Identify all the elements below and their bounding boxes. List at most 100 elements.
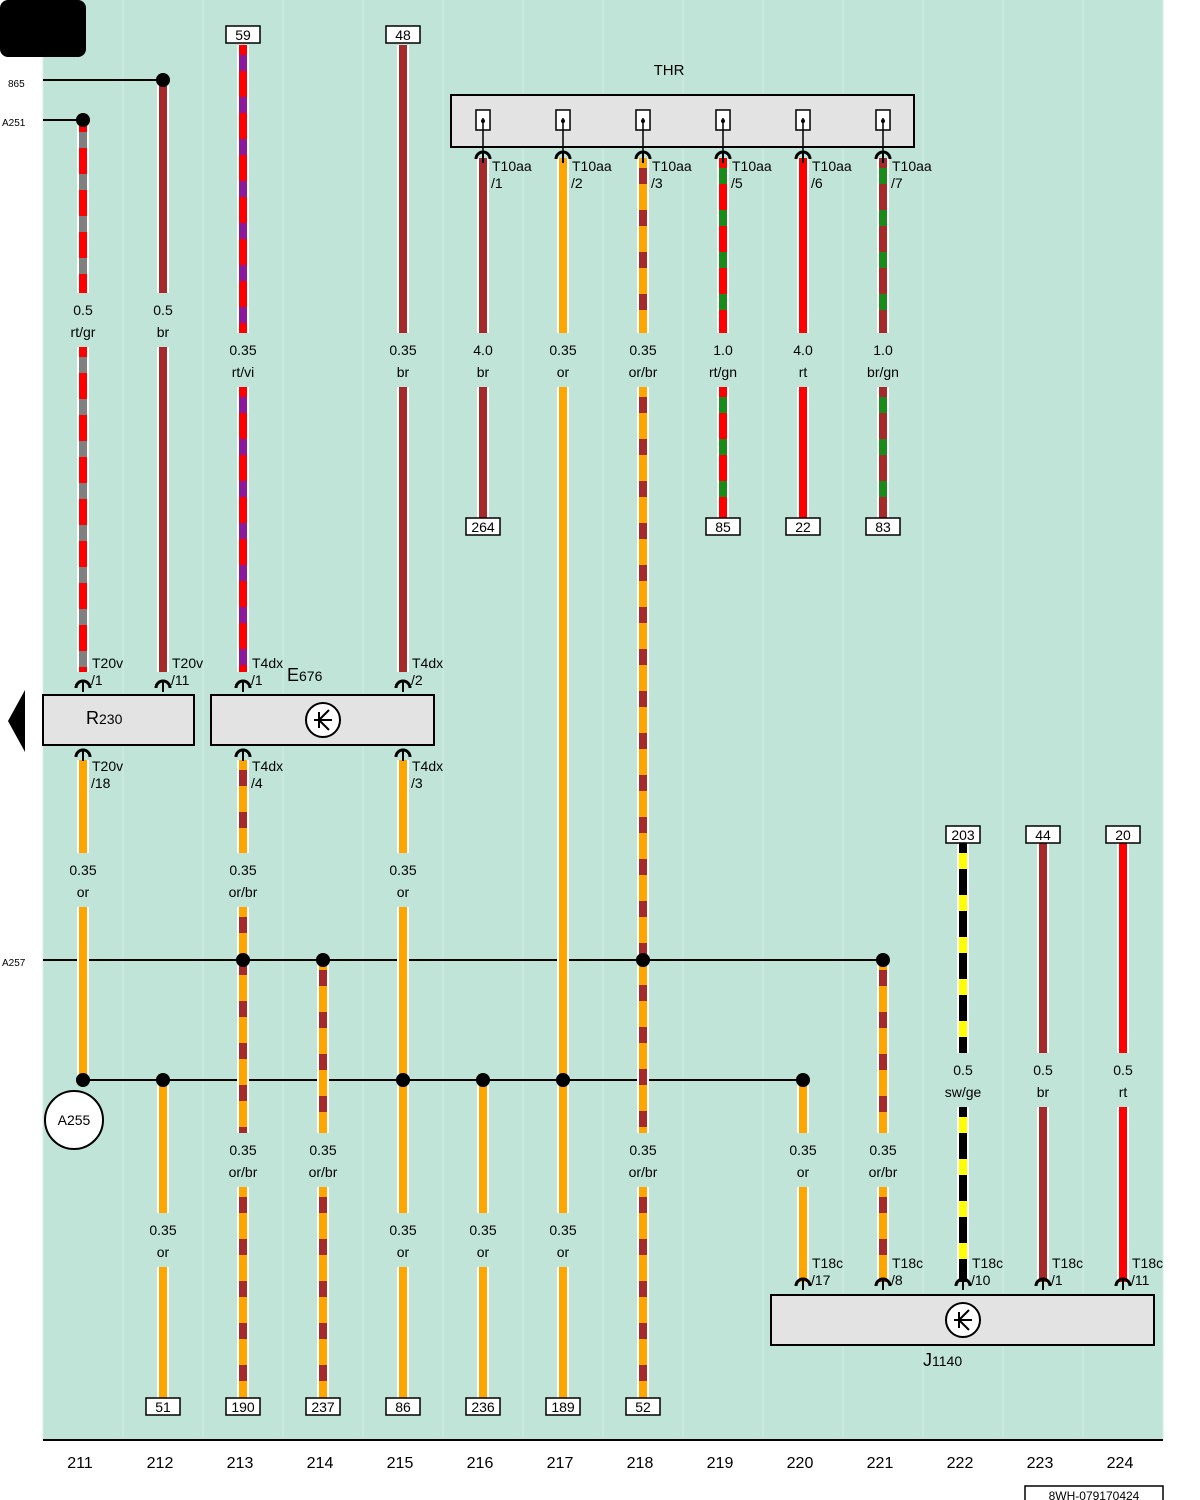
page-tab <box>0 0 86 57</box>
connector-icon <box>74 679 92 692</box>
wire-color-label: or <box>797 1164 810 1180</box>
component-r230 <box>42 694 195 746</box>
pin-connector-label: T10aa <box>492 158 532 174</box>
reference-box <box>385 25 421 44</box>
pin-number-label: /11 <box>1131 1272 1150 1288</box>
pin-number-label: /17 <box>811 1272 831 1288</box>
column-number: 214 <box>307 1455 334 1472</box>
wire-color-label: sw/ge <box>945 1084 982 1100</box>
pin-number-label: /2 <box>411 672 423 688</box>
connector-icon <box>794 150 812 163</box>
reference-number: 86 <box>395 1399 411 1415</box>
wire-color-label: or <box>557 364 570 380</box>
wire-color-label: or/br <box>229 884 258 900</box>
pin-connector-label: T10aa <box>732 158 772 174</box>
wire-color-label: or/br <box>309 1164 338 1180</box>
wire-size-label: 4.0 <box>473 342 493 358</box>
j1140-label-number: 1140 <box>932 1353 962 1369</box>
connector-icon <box>234 679 252 692</box>
junction-dot <box>876 953 890 967</box>
pin-connector-label: T20v <box>172 655 203 671</box>
pin-number-label: /7 <box>891 175 903 191</box>
junction-dot <box>476 1073 490 1087</box>
wire-color-label: rt <box>1119 1084 1128 1100</box>
pin-connector-label: T4dx <box>252 758 283 774</box>
reference-number: 189 <box>551 1399 575 1415</box>
component-a255 <box>44 1090 104 1150</box>
a255-label: A255 <box>58 1112 91 1128</box>
reference-number: 83 <box>875 519 891 535</box>
wire-color-label: or/br <box>229 1164 258 1180</box>
reference-number: 22 <box>795 519 811 535</box>
connector-icon <box>794 1277 812 1290</box>
wire-size-label: 1.0 <box>873 342 893 358</box>
junction-dot <box>156 73 170 87</box>
pin-number-label: /2 <box>571 175 583 191</box>
wire-size-label: 0.35 <box>149 1222 176 1238</box>
connector-icon <box>154 679 172 692</box>
wire-size-label: 0.35 <box>629 1142 656 1158</box>
reference-number: 20 <box>1115 827 1131 843</box>
wire-color-label: or <box>77 884 90 900</box>
pin-connector-label: T4dx <box>412 655 443 671</box>
diagram-code: 8WH-079170424 <box>1049 1489 1140 1500</box>
thr-pin-dot <box>801 119 805 123</box>
pin-number-label: /1 <box>1051 1272 1063 1288</box>
wire-color-label: br <box>477 364 490 380</box>
pin-number-label: /3 <box>411 775 423 791</box>
wire-size-label: 1.0 <box>713 342 733 358</box>
pin-connector-label: T4dx <box>412 758 443 774</box>
reference-number: 51 <box>155 1399 171 1415</box>
column-number: 216 <box>467 1455 494 1472</box>
sensor-stroke <box>958 1319 970 1331</box>
reference-box <box>705 517 741 536</box>
column-number: 224 <box>1107 1455 1134 1472</box>
reference-number: 85 <box>715 519 731 535</box>
wire-color-label: or/br <box>869 1164 898 1180</box>
reference-box <box>465 517 501 536</box>
reference-box <box>945 825 981 844</box>
wire-color-label: br <box>1037 1084 1050 1100</box>
pin-number-label: /1 <box>491 175 503 191</box>
wire-size-label: 0.5 <box>153 302 173 318</box>
pin-connector-label: T10aa <box>652 158 692 174</box>
thr-pin-dot <box>641 119 645 123</box>
column-separators <box>42 0 1164 1440</box>
wire-size-label: 0.35 <box>309 1142 336 1158</box>
junction-dot <box>76 113 90 127</box>
wire-color-label: rt/vi <box>232 364 255 380</box>
junction-dot <box>76 1073 90 1087</box>
pin-number-label: /6 <box>811 175 823 191</box>
j1140-label: J1140 <box>923 1350 962 1370</box>
wire-color-label: or <box>397 1244 410 1260</box>
connector-icon <box>1034 1277 1052 1290</box>
column-number: 213 <box>227 1455 254 1472</box>
pin-connector-label: T10aa <box>572 158 612 174</box>
pin-connector-label: T18c <box>812 1255 843 1271</box>
r230-label-letter: R <box>86 708 99 728</box>
column-number: 223 <box>1027 1455 1054 1472</box>
wire-color-label: rt/gr <box>71 324 96 340</box>
wire-color-label: or <box>557 1244 570 1260</box>
column-number: 220 <box>787 1455 814 1472</box>
wire-color-label: or <box>477 1244 490 1260</box>
wire-size-label: 0.35 <box>389 342 416 358</box>
reference-box <box>1025 825 1061 844</box>
wire-size-label: 0.35 <box>389 862 416 878</box>
pin-number-label: /1 <box>251 672 263 688</box>
reference-number: 190 <box>231 1399 255 1415</box>
pin-connector-label: T20v <box>92 655 123 671</box>
reference-box <box>465 1397 501 1416</box>
reference-box <box>305 1397 341 1416</box>
pin-number-label: /1 <box>91 672 103 688</box>
reference-number: 264 <box>471 519 495 535</box>
wire-color-label: br <box>157 324 170 340</box>
pin-number-label: /5 <box>731 175 743 191</box>
junction-dot <box>396 1073 410 1087</box>
reference-number: 59 <box>235 27 251 43</box>
wire-size-label: 0.35 <box>869 1142 896 1158</box>
reference-box <box>225 25 261 44</box>
e676-symbol-icon <box>305 702 341 738</box>
bus-label-a251: A251 <box>2 118 26 129</box>
wire-size-label: 0.35 <box>229 342 256 358</box>
